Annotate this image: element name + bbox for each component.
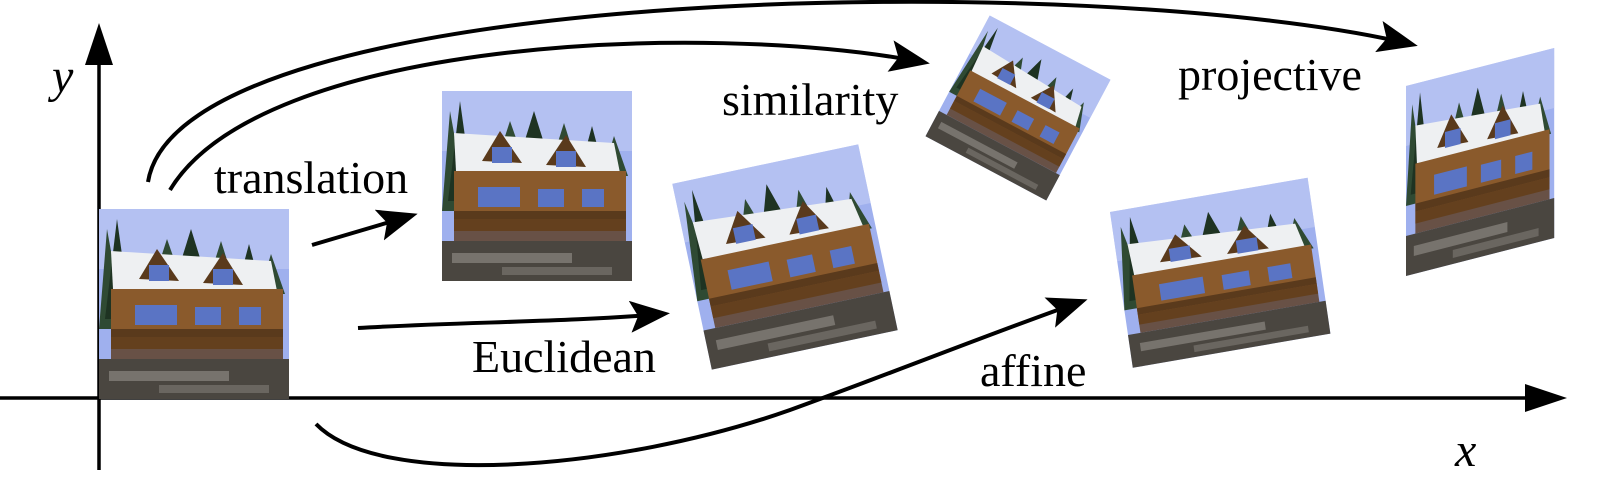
original-image	[99, 209, 289, 399]
affine-arrow	[314, 297, 1088, 468]
similarity-image	[925, 15, 1111, 201]
projective-image	[1406, 48, 1555, 276]
y-axis-label: y	[47, 50, 74, 103]
euclidean-image	[672, 144, 898, 370]
similarity-label: similarity	[722, 74, 898, 125]
x-axis-label: x	[1454, 424, 1476, 477]
euclidean-arrow	[357, 300, 670, 333]
projective-label: projective	[1178, 49, 1362, 100]
affine-image	[1110, 177, 1331, 368]
translation-arrow	[311, 209, 418, 247]
euclidean-label: Euclidean	[472, 331, 656, 382]
translation-image	[442, 91, 632, 281]
affine-label: affine	[980, 345, 1086, 396]
projective-arrow	[146, 0, 1418, 183]
translation-label: translation	[214, 152, 408, 203]
similarity-arrow	[168, 40, 930, 192]
